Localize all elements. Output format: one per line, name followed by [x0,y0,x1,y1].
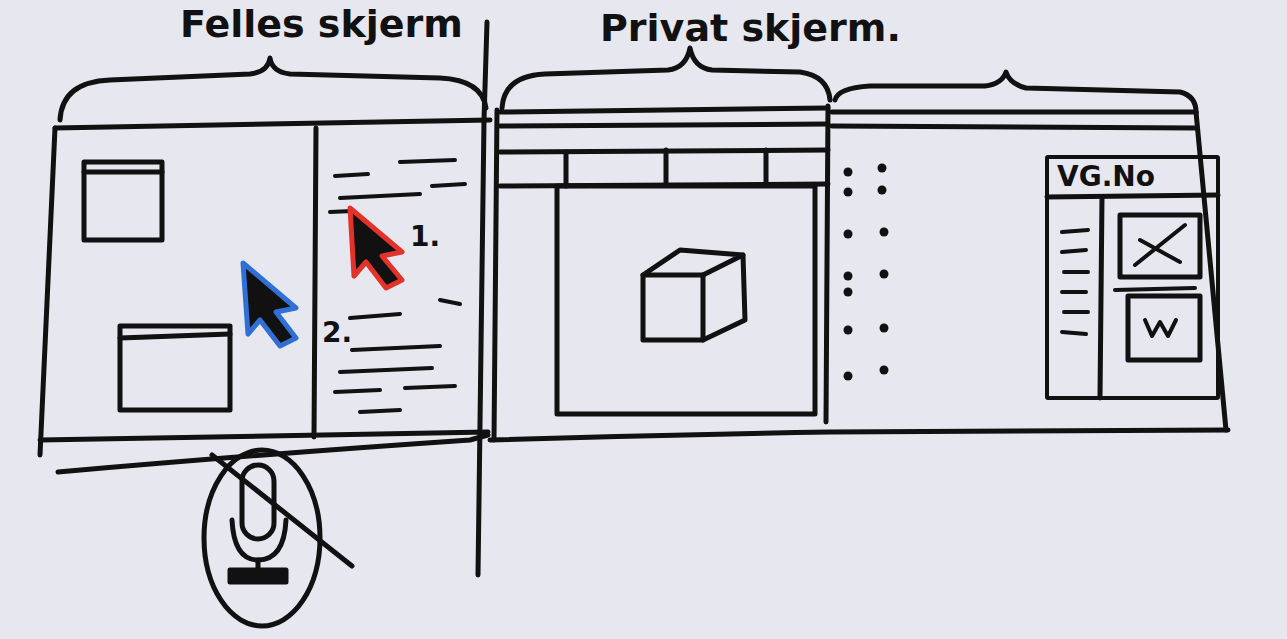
screen-edge [490,430,1228,440]
viewport [557,186,815,414]
window-icon [120,334,230,338]
image-icon [1145,320,1176,336]
image-icon [1135,225,1185,265]
browser-window: VG.No [1045,155,1220,400]
image-icon [1120,215,1200,277]
toolbar [566,150,766,186]
screen-edge [40,128,55,455]
screen-edge [832,126,1196,128]
callout-number: 1. [410,222,440,253]
screen-edge [55,120,490,128]
cube-icon [643,250,745,340]
screen-edge [832,110,1196,115]
callout-number: 2. [322,318,352,349]
cursor-blue [243,263,296,346]
window-icon [120,326,230,410]
sidebar-lines [1062,230,1088,334]
screen-heading: Felles skjerm [180,4,463,46]
window-title: VG.No [1049,159,1216,196]
window-icon [84,170,162,175]
screen-heading: Privat skjerm. [600,8,901,50]
dot-list [844,164,889,381]
text-lines [330,160,465,412]
title-bar [1047,195,1218,197]
muted-mic-icon [204,450,352,626]
screen-edge [826,106,828,422]
brace [835,72,1196,112]
brace [60,58,486,120]
screen-edge [494,110,497,440]
split-line [314,128,316,437]
cursor-red [350,208,402,288]
sidebar-line [1100,197,1102,398]
text-line [1115,288,1195,290]
window-icon [84,162,162,240]
screen-edge [500,124,828,126]
screen-edge [500,108,828,112]
image-icon [1128,296,1200,360]
brace [502,48,830,108]
screen-edge [40,432,488,440]
